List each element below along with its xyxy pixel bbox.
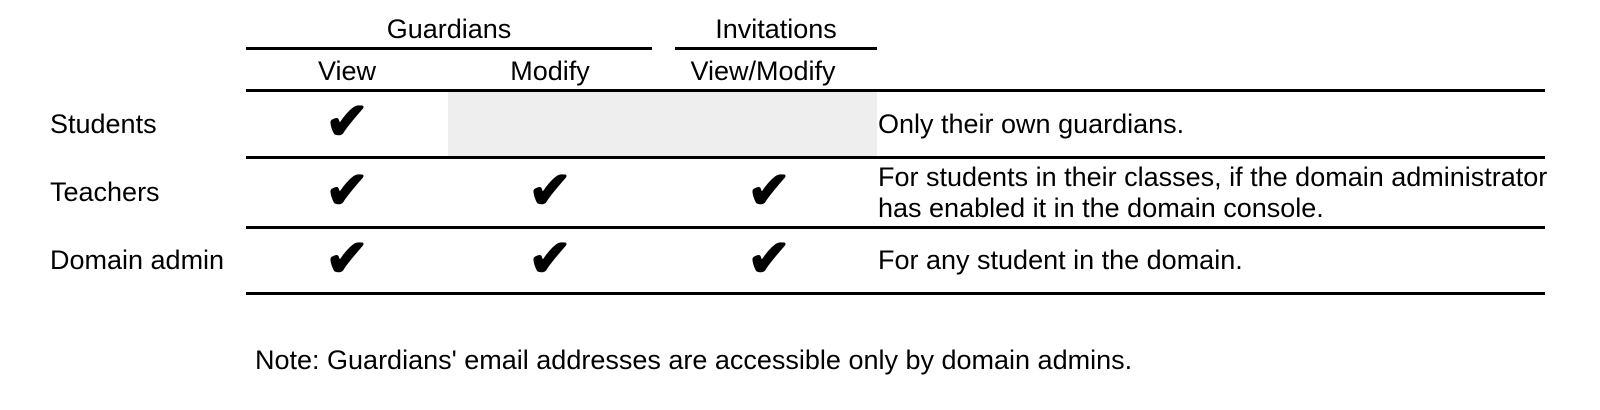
- cell-students-view: ✔: [246, 92, 448, 156]
- check-icon: ✔: [325, 229, 369, 288]
- row-label-domain-admin: Domain admin: [50, 245, 225, 275]
- cell-domain-admin-view-modify: ✔: [661, 229, 877, 292]
- domain-admin-row-divider: [246, 292, 1545, 295]
- check-icon: ✔: [528, 161, 572, 220]
- guardians-underline: [246, 47, 652, 50]
- cell-teachers-view: ✔: [246, 159, 448, 226]
- check-icon: ✔: [747, 161, 791, 220]
- row-label-teachers: Teachers: [50, 177, 160, 207]
- cell-students-view-modify: [661, 92, 877, 156]
- table-row-teachers: Teachers ✔ ✔ ✔ For students in their cla…: [0, 159, 1600, 226]
- note-teachers: For students in their classes, if the do…: [878, 161, 1548, 223]
- group-header-guardians: Guardians: [386, 13, 512, 44]
- students-row-divider: [246, 156, 1545, 159]
- column-header-modify: Modify: [510, 55, 590, 86]
- table-row-students: Students ✔ Only their own guardians.: [0, 92, 1600, 156]
- check-icon: ✔: [528, 229, 572, 288]
- students-empty-cells-highlight: [448, 92, 877, 156]
- table-row-domain-admin: Domain admin ✔ ✔ ✔ For any student in th…: [0, 229, 1600, 292]
- check-icon: ✔: [325, 93, 369, 151]
- row-label-students: Students: [50, 108, 157, 139]
- cell-teachers-view-modify: ✔: [661, 159, 877, 226]
- footer-note: Note: Guardians' email addresses are acc…: [255, 345, 1133, 375]
- note-domain-admin: For any student in the domain.: [878, 245, 1243, 275]
- cell-teachers-modify: ✔: [448, 159, 652, 226]
- column-header-view-modify: View/Modify: [690, 55, 836, 86]
- header-divider: [246, 89, 1545, 92]
- column-header-view: View: [317, 55, 377, 86]
- group-header-invitations: Invitations: [715, 13, 837, 44]
- cell-domain-admin-modify: ✔: [448, 229, 652, 292]
- note-students: Only their own guardians.: [878, 108, 1185, 139]
- teachers-row-divider: [246, 226, 1545, 229]
- check-icon: ✔: [325, 161, 369, 220]
- cell-students-modify: [448, 92, 652, 156]
- check-icon: ✔: [747, 229, 791, 288]
- invitations-underline: [675, 47, 877, 50]
- cell-domain-admin-view: ✔: [246, 229, 448, 292]
